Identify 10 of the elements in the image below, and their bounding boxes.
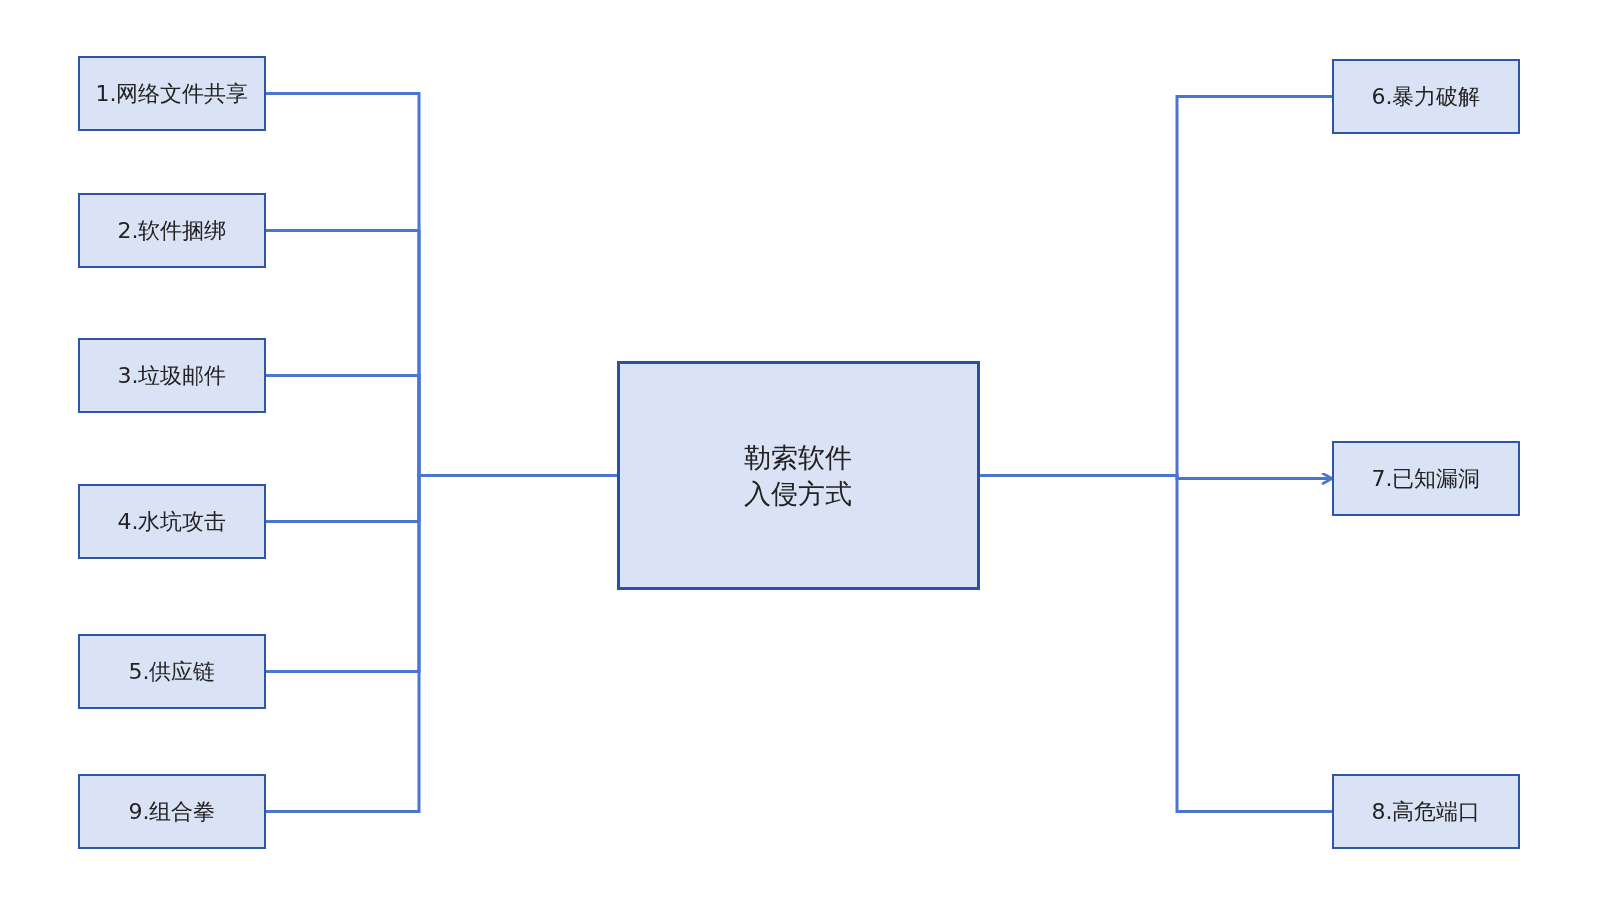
process-box: 2.软件捆绑	[78, 193, 266, 268]
process-box: 6.暴力破解	[1332, 59, 1520, 134]
process-box: 5.供应链	[78, 634, 266, 709]
process-box: 1.网络文件共享	[78, 56, 266, 131]
process-box: 4.水坑攻击	[78, 484, 266, 559]
process-box: 3.垃圾邮件	[78, 338, 266, 413]
process-box: 9.组合拳	[78, 774, 266, 849]
process-box: 8.高危端口	[1332, 774, 1520, 849]
process-box: 7.已知漏洞	[1332, 441, 1520, 516]
topic-box: 勒索软件入侵方式	[617, 361, 980, 590]
